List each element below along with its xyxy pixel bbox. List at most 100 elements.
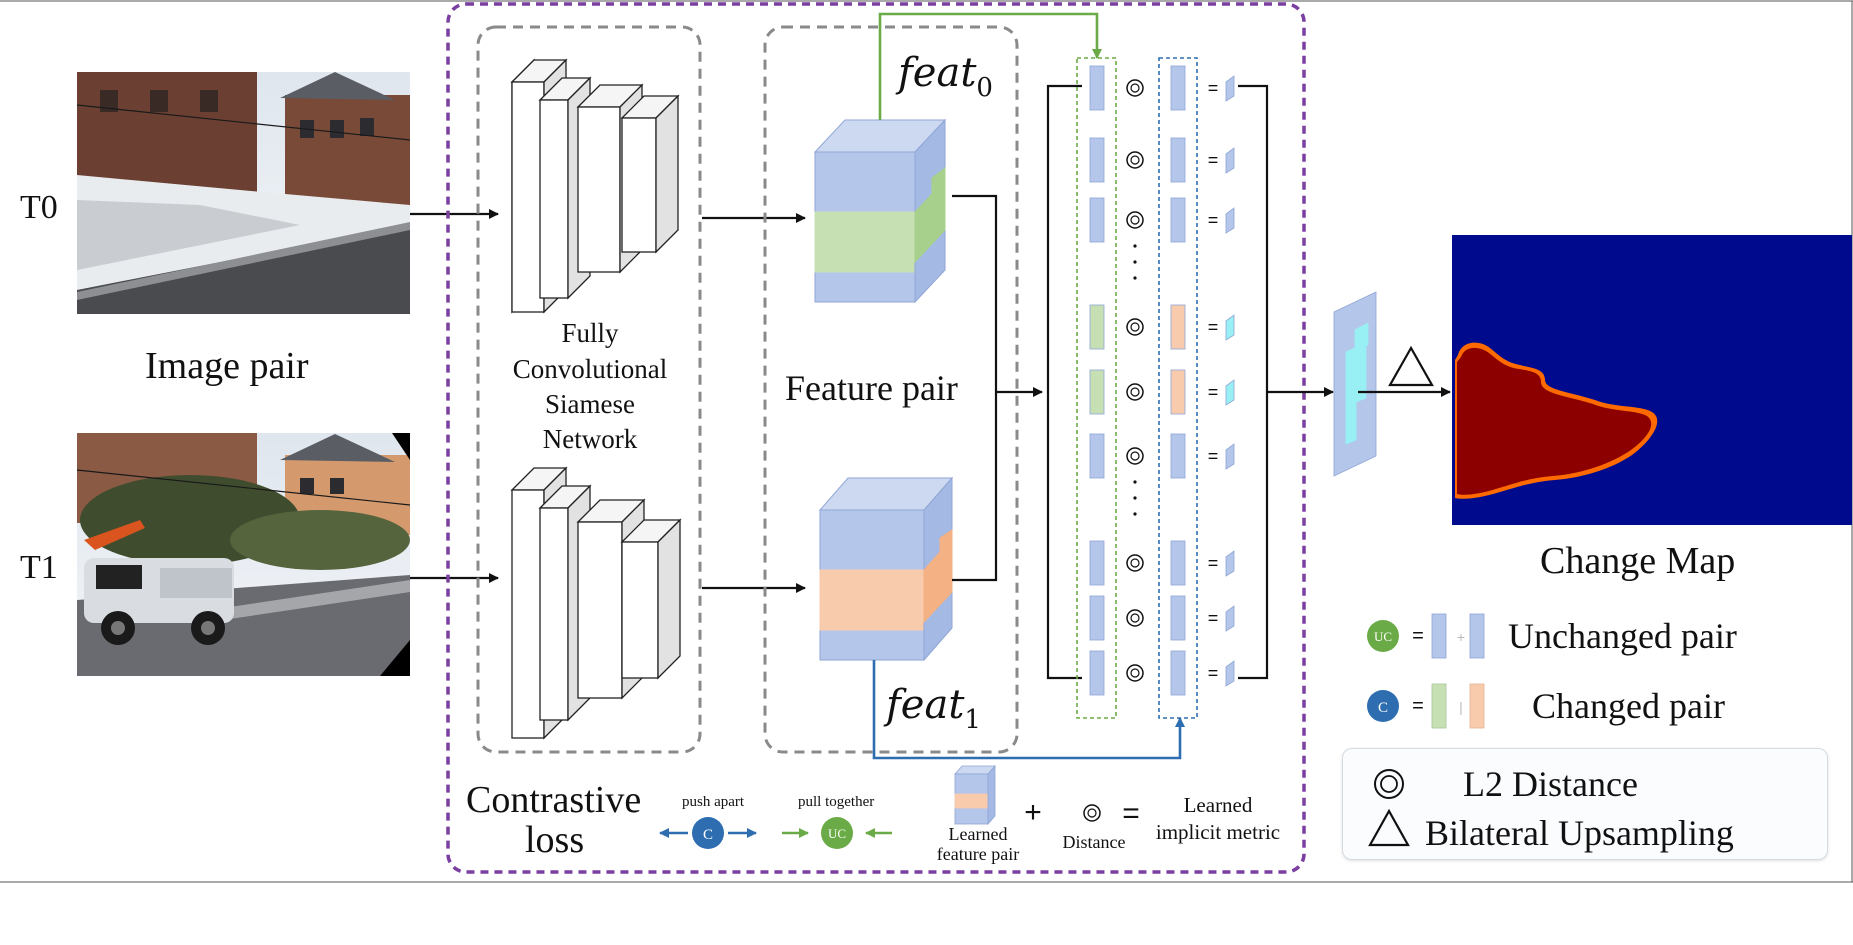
feat1-vector bbox=[1170, 540, 1186, 586]
feat1-vector-column bbox=[1158, 57, 1198, 719]
distance-icon bbox=[1126, 447, 1144, 465]
learned-feature-pair-icon bbox=[954, 764, 996, 826]
svg-text:Network: Network bbox=[543, 424, 638, 454]
image-t0 bbox=[76, 72, 411, 314]
pair-row: = bbox=[1089, 433, 1235, 479]
feat0-vector-column bbox=[1076, 57, 1117, 719]
equals-sign: = bbox=[1208, 382, 1219, 402]
legend-unchanged-pair-label: Unchanged pair bbox=[1508, 616, 1737, 656]
pair-row: = bbox=[1089, 540, 1235, 586]
svg-text:=: = bbox=[1412, 695, 1424, 717]
learned-feature-pair-line2: feature pair bbox=[937, 844, 1019, 864]
metric-result-vector bbox=[1225, 550, 1235, 577]
ellipsis-dot bbox=[1133, 276, 1137, 280]
siamese-network-box bbox=[476, 25, 702, 754]
legend-changed-badge-icon bbox=[1367, 690, 1399, 722]
metric-result-vector bbox=[1225, 207, 1235, 234]
distance-icon bbox=[1126, 318, 1144, 336]
svg-text:Fully: Fully bbox=[561, 318, 619, 348]
metric-result-vector bbox=[1225, 660, 1235, 687]
metric-result-vector bbox=[1225, 147, 1235, 174]
legend-changed-pair-label: Changed pair bbox=[1532, 686, 1725, 726]
symbol-legend-box: L2 Distance Bilateral Upsampling bbox=[1342, 748, 1828, 860]
plus-sign: + bbox=[1024, 796, 1042, 829]
pair-rows: = = = = = = = = = bbox=[1089, 65, 1235, 696]
label-feat1: feat1 bbox=[883, 682, 981, 735]
feat1-vector bbox=[1170, 65, 1186, 111]
ellipsis-dot bbox=[1133, 480, 1137, 484]
svg-text:UC: UC bbox=[828, 826, 846, 841]
legend-unchanged-badge-icon bbox=[1367, 620, 1399, 652]
pair-list-right-bracket bbox=[1238, 84, 1269, 680]
svg-text:+: + bbox=[1457, 629, 1465, 645]
label-t1: T1 bbox=[20, 549, 58, 586]
label-image-pair: Image pair bbox=[145, 345, 309, 387]
equals-sign: = bbox=[1208, 553, 1219, 573]
legend-changed-vector-a bbox=[1431, 683, 1447, 729]
distance-icon bbox=[1126, 609, 1144, 627]
feat0-vector bbox=[1089, 650, 1105, 696]
equals-sign: = bbox=[1208, 317, 1219, 337]
equals-sign: = bbox=[1208, 663, 1219, 683]
pair-row: = bbox=[1089, 595, 1235, 641]
pair-row: = bbox=[1089, 650, 1235, 696]
feat0-vector bbox=[1089, 65, 1105, 111]
ellipsis-dot bbox=[1133, 512, 1137, 516]
learned-feature-pair-line1: Learned bbox=[949, 824, 1008, 844]
push-apart-label: push apart bbox=[682, 794, 745, 810]
arrow-feat0-to-column bbox=[878, 12, 1102, 120]
distance-icon bbox=[1083, 804, 1101, 822]
cnn-layers-top bbox=[510, 58, 680, 314]
contrastive-region-border bbox=[446, 2, 1306, 874]
distance-icon bbox=[1126, 554, 1144, 572]
arrow-feat1-to-column bbox=[872, 660, 1185, 760]
label-feature-pair: Feature pair bbox=[785, 368, 958, 408]
equals-sign: = bbox=[1208, 446, 1219, 466]
label-t0: T0 bbox=[20, 189, 58, 226]
pair-list-left-bracket bbox=[1046, 84, 1082, 680]
svg-text:=: = bbox=[1412, 625, 1424, 647]
feat1-vector bbox=[1170, 650, 1186, 696]
svg-text:|: | bbox=[1459, 699, 1463, 715]
change-map bbox=[1452, 235, 1852, 525]
pair-row: = bbox=[1089, 197, 1235, 243]
feat0-vector bbox=[1089, 137, 1105, 183]
l2-distance-label: L2 Distance bbox=[1463, 764, 1638, 804]
equals-sign: = bbox=[1208, 608, 1219, 628]
equals-sign: = bbox=[1208, 150, 1219, 170]
cnn-layers-bottom bbox=[510, 466, 682, 740]
learned-metric-line1: Learned bbox=[1184, 793, 1253, 817]
svg-text:Convolutional: Convolutional bbox=[513, 354, 668, 384]
feat0-vector bbox=[1089, 197, 1105, 243]
l2-distance-icon bbox=[1374, 769, 1404, 799]
feature-pair-box bbox=[763, 25, 1019, 754]
distance-icon bbox=[1126, 151, 1144, 169]
upsampling-triangle-icon bbox=[1388, 345, 1434, 387]
metric-result-vector bbox=[1225, 379, 1235, 406]
image-t1 bbox=[76, 433, 411, 676]
pair-row: = bbox=[1089, 137, 1235, 183]
feature-cube-feat0 bbox=[813, 118, 947, 304]
feat1-vector bbox=[1170, 197, 1186, 243]
learned-metric-line2: implicit metric bbox=[1156, 820, 1280, 844]
feat0-vector bbox=[1089, 304, 1105, 350]
equals-sign: = bbox=[1208, 78, 1219, 98]
feat1-vector bbox=[1170, 595, 1186, 641]
contrastive-title-line2: loss bbox=[525, 819, 584, 861]
contrastive-title-line1: Contrastive bbox=[466, 779, 641, 821]
bilateral-upsampling-label: Bilateral Upsampling bbox=[1425, 813, 1734, 853]
svg-text:UC: UC bbox=[1374, 629, 1392, 644]
distance-label: Distance bbox=[1063, 832, 1126, 852]
unchanged-badge-icon bbox=[821, 817, 853, 849]
equals-sign: = bbox=[1208, 210, 1219, 230]
feat1-vector bbox=[1170, 433, 1186, 479]
equals-sign: = bbox=[1122, 797, 1140, 830]
changed-badge-icon bbox=[692, 817, 724, 849]
pair-legend: UC = + Unchanged pair C = | Changed pair bbox=[1367, 613, 1737, 729]
legend-unchanged-vector-b bbox=[1469, 613, 1485, 659]
distance-icon bbox=[1126, 79, 1144, 97]
feat1-vector bbox=[1170, 304, 1186, 350]
distance-icon bbox=[1126, 383, 1144, 401]
feat0-vector bbox=[1089, 369, 1105, 415]
